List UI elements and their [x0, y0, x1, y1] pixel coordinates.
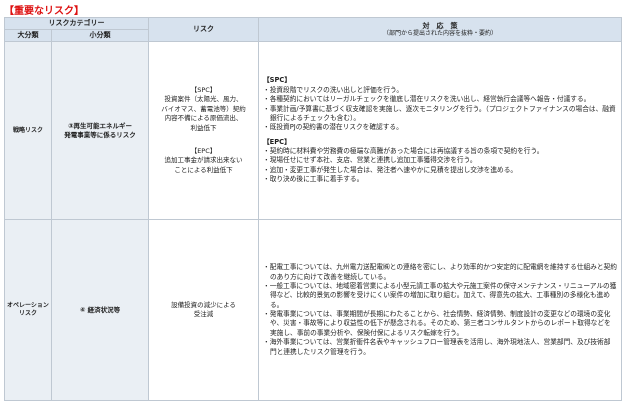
major-category-line: リスク	[18, 310, 37, 317]
measure-item: 取り決め後に工事に着手する。	[263, 175, 617, 184]
header-risk-category: リスクカテゴリー	[4, 17, 149, 30]
header-major: 大分類	[4, 29, 52, 42]
header-measure-note: （部門から提出された内容を抜粋・要約）	[382, 30, 497, 38]
risk-block-epc: 【EPC】 追加工事金が請求出来ない ことによる利益低下	[152, 147, 255, 175]
risk-line: 受注減	[193, 310, 214, 318]
header-minor: 小分類	[51, 29, 149, 42]
measure-tag-epc: 【EPC】	[263, 137, 291, 146]
table-row-operation: オペレーション リスク ④ 経済状況等 設備投資の減少による 受注減 配電工事に…	[4, 219, 622, 401]
measure-item: 配電工事については、九州電力送配電㈱との連絡を密にし、より効率的かつ安定的に配電…	[263, 263, 617, 282]
measure-item: 一般工事については、地域密着営業による小型元請工事の拡大や元施工案件の保守メンテ…	[263, 282, 617, 310]
minor-category-economy: ④ 経済状況等	[51, 219, 149, 401]
measure-item: 発電事業については、事業期間が長期にわたることから、社会情勢、経済情勢、制度設計…	[263, 310, 617, 338]
measure-cell-strategy: 【SPC】 投資段階でリスクの洗い出しと評価を行う。 各種契約においてはリーガル…	[258, 41, 622, 220]
risk-line: ことによる利益低下	[174, 165, 233, 174]
measure-group-economy: 配電工事については、九州電力送配電㈱との連絡を密にし、より効率的かつ安定的に配電…	[263, 263, 617, 357]
measure-item: 追加・変更工事が発生した場合は、発注者へ速やかに見積を提出し交渉を進める。	[263, 166, 617, 175]
measure-item: 現場任せにせず本社、支店、営業と連携し追加工事獲得交渉を行う。	[263, 156, 617, 165]
risk-line: バイオマス、蓄電池等）契約	[161, 104, 246, 113]
risk-tag-spc: 【SPC】	[190, 85, 217, 94]
risk-table: リスクカテゴリー リスク 対 応 策 （部門から提出された内容を抜粋・要約） 大…	[4, 17, 622, 401]
measure-item: 契約時に材料費や労務費の極端な高騰があった場合には再協議する旨の条項で契約を行う…	[263, 147, 617, 156]
risk-block-spc: 【SPC】 投資案件（太陽光、風力、 バイオマス、蓄電池等）契約 内容不備による…	[152, 86, 255, 133]
risk-line: 設備投資の減少による	[171, 300, 236, 309]
major-category-operation: オペレーション リスク	[4, 219, 52, 401]
risk-line: 追加工事金が請求出来ない	[164, 156, 243, 165]
measure-group-spc: 【SPC】 投資段階でリスクの洗い出しと評価を行う。 各種契約においてはリーガル…	[263, 76, 617, 132]
measure-item: 事業計画/予算書に基づく収支確認を実施し、逐次モニタリングを行う。（プロジェクト…	[263, 105, 617, 124]
risk-cell-operation: 設備投資の減少による 受注減	[148, 219, 259, 401]
measure-list: 配電工事については、九州電力送配電㈱との連絡を密にし、より効率的かつ安定的に配電…	[263, 263, 617, 357]
measure-cell-operation: 配電工事については、九州電力送配電㈱との連絡を密にし、より効率的かつ安定的に配電…	[258, 219, 622, 401]
minor-category-renewable: ③再生可能エネルギー 発電事業等に係るリスク	[51, 41, 149, 220]
minor-category-line: 発電事業等に係るリスク	[64, 130, 136, 139]
header-risk: リスク	[148, 17, 259, 42]
major-category-strategy: 戦略リスク	[4, 41, 52, 220]
page-title: 【重要なリスク】	[4, 6, 84, 17]
measure-item: 各種契約においてはリーガルチェックを徹底し潜在リスクを洗い出し、経営執行会議等へ…	[263, 95, 617, 104]
header-measure: 対 応 策 （部門から提出された内容を抜粋・要約）	[258, 17, 622, 42]
measure-list: 契約時に材料費や労務費の極端な高騰があった場合には再協議する旨の条項で契約を行う…	[263, 147, 617, 185]
risk-line: 内容不備による原価流出、	[164, 114, 243, 123]
measure-list: 投資段階でリスクの洗い出しと評価を行う。 各種契約においてはリーガルチェックを徹…	[263, 86, 617, 133]
risk-block-economy: 設備投資の減少による 受注減	[152, 301, 255, 320]
risk-tag-epc: 【EPC】	[190, 146, 217, 155]
measure-tag-spc: 【SPC】	[263, 76, 292, 85]
measure-item: 投資段階でリスクの洗い出しと評価を行う。	[263, 86, 617, 95]
risk-line: 投資案件（太陽光、風力、	[164, 95, 243, 104]
measure-item: 海外事業については、営業折衝件名表やキャッシュフロー管理表を活用し、海外現地法人…	[263, 338, 617, 357]
risk-line: 利益低下	[190, 123, 217, 132]
measure-group-epc: 【EPC】 契約時に材料費や労務費の極端な高騰があった場合には再協議する旨の条項…	[263, 138, 617, 185]
major-category-line: オペレーション	[7, 302, 49, 310]
measure-item: 既投資PJの契約書の潜在リスクを確認する。	[263, 123, 617, 132]
minor-category-line: ③再生可能エネルギー	[67, 121, 132, 130]
header-measure-title: 対 応 策	[422, 21, 458, 30]
risk-cell-strategy: 【SPC】 投資案件（太陽光、風力、 バイオマス、蓄電池等）契約 内容不備による…	[148, 41, 259, 220]
table-row-strategy: 戦略リスク ③再生可能エネルギー 発電事業等に係るリスク 【SPC】 投資案件（…	[4, 41, 622, 220]
